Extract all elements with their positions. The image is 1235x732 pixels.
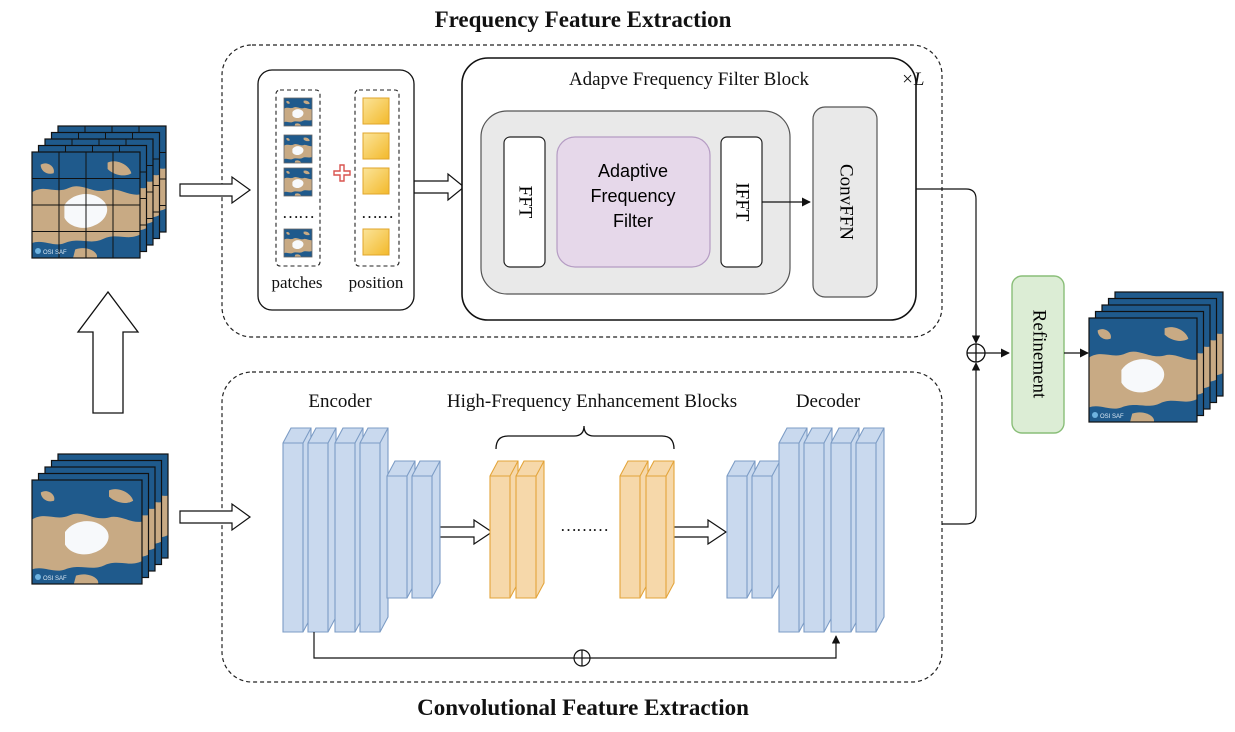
aff-block-title: Adapve Frequency Filter Block	[568, 69, 810, 90]
encoder-layer	[307, 427, 337, 633]
gridded-input-stack: OSI SAF	[31, 125, 167, 259]
decoder-layer	[726, 460, 756, 599]
encoder-layer	[334, 427, 364, 633]
refinement-box	[1011, 275, 1065, 434]
patch-tile	[283, 167, 313, 197]
ifft-label: IFFT	[732, 182, 753, 221]
encoder-layer	[359, 427, 389, 633]
patches-group	[275, 89, 321, 267]
filter-line-1: Adaptive	[598, 161, 668, 181]
hfe-layer	[489, 460, 519, 599]
position-tile	[362, 132, 390, 160]
hollow-arrow-to-block	[413, 172, 465, 202]
hollow-arrow-to-patches	[179, 175, 252, 205]
conv-to-fusion-line	[942, 362, 981, 525]
patch-tile	[283, 134, 313, 164]
osisaf-logo-icon	[35, 574, 41, 580]
patch-tile	[283, 228, 313, 258]
adaptive-filter-box	[556, 136, 711, 268]
osisaf-logo-text: OSI SAF	[43, 576, 67, 582]
convffn-label: ConvFFN	[836, 164, 857, 240]
decoder-layer	[803, 427, 833, 633]
decoder-layer	[778, 427, 808, 633]
refinement-label: Refinement	[1029, 310, 1050, 399]
top-title: Frequency Feature Extraction	[434, 7, 732, 32]
filter-line-3: Filter	[613, 211, 653, 231]
decoder-layer	[830, 427, 860, 633]
hfe-layer	[619, 460, 649, 599]
convffn-box	[812, 106, 878, 298]
repeat-label: ×L	[901, 69, 925, 90]
fft-label: FFT	[515, 186, 536, 219]
position-ellipsis: ……	[361, 203, 394, 222]
hfe-dots: ………	[560, 516, 609, 535]
position-tile	[362, 167, 390, 195]
encoder-layer	[386, 460, 416, 599]
decoder-layer	[751, 460, 781, 599]
bottom-title: Convolutional Feature Extraction	[417, 695, 749, 720]
osisaf-logo-icon	[35, 248, 41, 254]
hollow-arrow-to-encoder	[179, 502, 252, 532]
map-frame: OSI SAF	[31, 479, 143, 585]
decoder-layer	[855, 427, 885, 633]
freq-to-fusion-line	[916, 188, 981, 344]
output-stack: OSI SAF	[1088, 291, 1224, 423]
map-frame: OSI SAF	[1088, 317, 1198, 423]
hfe-blocks	[489, 460, 675, 599]
osisaf-logo-text: OSI SAF	[1100, 414, 1124, 420]
position-label: position	[348, 273, 404, 292]
hfe-layer	[645, 460, 675, 599]
add-icon	[333, 164, 351, 182]
encoder-blocks	[282, 427, 441, 633]
hfe-brace	[495, 425, 675, 450]
decoder-label: Decoder	[795, 391, 861, 412]
osisaf-logo-icon	[1092, 412, 1098, 418]
fft-box	[503, 136, 546, 268]
hfe-layer	[515, 460, 545, 599]
position-tile	[362, 97, 390, 125]
hfe-label: High-Frequency Enhancement Blocks	[446, 391, 738, 412]
patches-ellipsis: ……	[282, 203, 315, 222]
decoder-blocks	[726, 427, 885, 633]
input-stack: OSI SAF	[31, 453, 169, 585]
patch-tile	[283, 97, 313, 127]
position-group	[354, 89, 400, 267]
map-frame: OSI SAF	[31, 151, 141, 259]
position-tile	[362, 228, 390, 256]
filter-line-2: Frequency	[590, 186, 675, 206]
convolution-branch-container	[221, 371, 943, 683]
patches-label: patches	[271, 273, 323, 292]
osisaf-logo-text: OSI SAF	[43, 250, 67, 256]
upward-hollow-arrow	[76, 290, 140, 414]
encoder-layer	[282, 427, 312, 633]
encoder-layer	[411, 460, 441, 599]
encoder-label: Encoder	[308, 391, 372, 412]
